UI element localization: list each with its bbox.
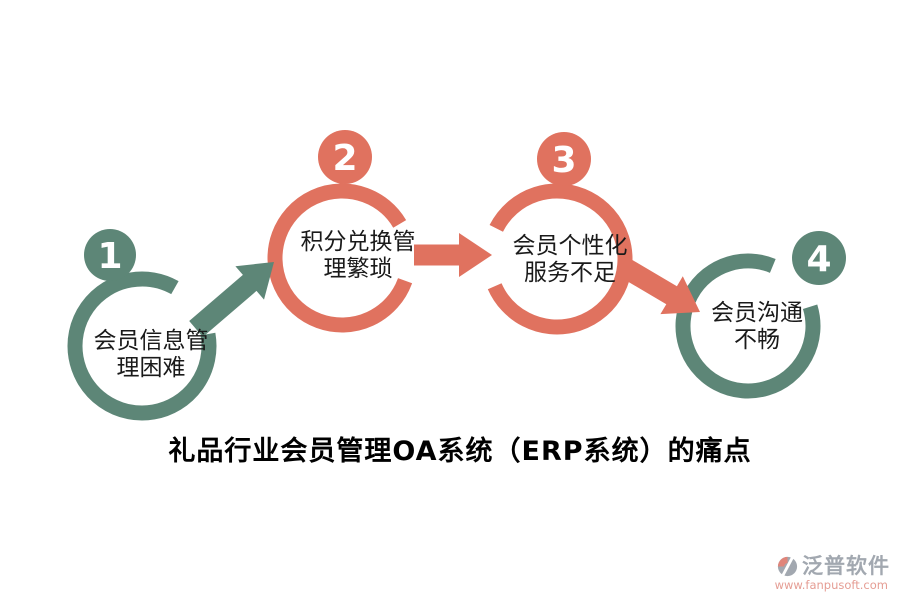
step-1-label-line1: 会员信息管 [94,328,209,354]
step-3-ring [481,183,633,335]
step-4-number-badge [792,231,846,285]
step-4-ring [675,253,821,399]
step-2-label-line1: 积分兑换管 [301,229,416,255]
step-3-label-line2: 服务不足 [524,260,616,286]
step-1-ring [67,271,217,421]
step-4-number: 4 [806,239,831,280]
watermark-url: www.fanpusoft.com [774,578,888,593]
step-2-number: 2 [332,138,357,179]
step-4-label-line1: 会员沟通 [711,300,803,326]
diagram-title: 礼品行业会员管理OA系统（ERP系统）的痛点 [168,436,752,467]
watermark: 泛普软件 www.fanpusoft.com [775,555,890,592]
arrow-step1-to-step2 [189,262,274,337]
fanpu-logo-icon [776,555,799,579]
step-2-number-badge [318,130,372,184]
watermark-brand-name: 泛普软件 [802,554,890,579]
step-3-number: 3 [551,140,576,181]
step-1-label-line2: 理困难 [117,355,186,381]
step-4-label-line2: 不畅 [734,327,780,353]
step-3-label-line1: 会员个性化 [513,233,628,259]
step-2-ring [267,183,417,333]
step-1-number-badge [84,229,136,281]
step-3-number-badge [537,132,591,186]
arrow-step2-to-step3 [414,233,492,277]
step-2-label-line2: 理繁琐 [324,256,393,282]
step-1-number: 1 [97,236,122,277]
arrow-step3-to-step4 [616,257,700,315]
